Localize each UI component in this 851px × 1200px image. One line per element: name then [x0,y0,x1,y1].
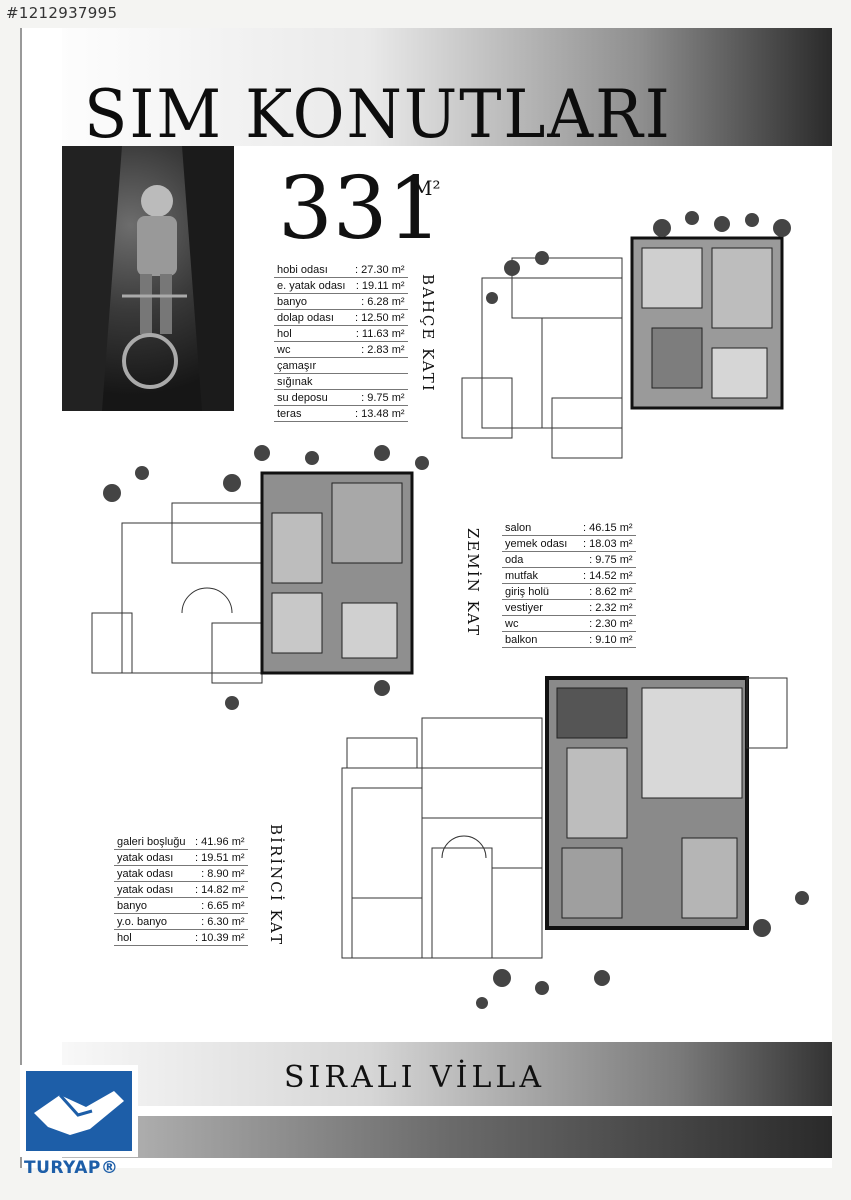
room-area: : 19.51 m² [192,849,248,866]
child-bicycle-photo [62,146,234,411]
spec-row: vestiyer: 2.32 m² [502,599,636,616]
image-id: #1212937995 [6,4,118,22]
spec-row: yatak odası: 19.51 m² [114,849,248,866]
room-area: : 19.11 m² [352,277,408,294]
zemin-kat-label: ZEMİN KAT [464,528,482,638]
total-area-unit: M² [412,176,441,200]
room-area: : 11.63 m² [352,325,408,342]
room-area: : 10.39 m² [192,929,248,946]
room-area: : 18.03 m² [580,535,636,552]
spec-row: yemek odası: 18.03 m² [502,535,636,552]
spec-row: sığınak [274,373,408,390]
room-area: : 12.50 m² [352,309,408,326]
room-area: : 13.48 m² [352,405,408,422]
spec-row: giriş holü: 8.62 m² [502,583,636,600]
brochure-page: SIM KONUTLARI 331 M² hobi odası: 27.30 m… [20,28,832,1168]
room-name: çamaşır [274,357,352,374]
room-area: : 41.96 m² [192,834,248,850]
spec-row: salon: 46.15 m² [502,520,636,536]
footer-band [62,1042,832,1106]
room-area: : 9.75 m² [580,551,636,568]
room-name: giriş holü [502,583,580,600]
page-title: SIM KONUTLARI [84,76,672,153]
room-name: balkon [502,631,580,648]
room-area: : 8.90 m² [192,865,248,882]
room-name: y.o. banyo [114,913,192,930]
spec-row: yatak odası: 8.90 m² [114,865,248,882]
total-area-value: 331 [278,159,443,259]
spec-row: su deposu: 9.75 m² [274,389,408,406]
room-name: wc [502,615,580,632]
room-area: : 46.15 m² [580,520,636,536]
room-name: galeri boşluğu [114,834,192,850]
spec-row: e. yatak odası: 19.11 m² [274,277,408,294]
room-name: mutfak [502,567,580,584]
room-area: : 14.52 m² [580,567,636,584]
title-band: SIM KONUTLARI [62,28,832,153]
room-name: teras [274,405,352,422]
room-name: hol [274,325,352,342]
spec-row: banyo: 6.65 m² [114,897,248,914]
room-name: su deposu [274,389,352,406]
footer-title: SIRALI VİLLA [284,1060,545,1095]
spec-row: y.o. banyo: 6.30 m² [114,913,248,930]
spec-row: mutfak: 14.52 m² [502,567,636,584]
spec-row: balkon: 9.10 m² [502,631,636,648]
spec-row: wc: 2.83 m² [274,341,408,358]
spec-row: yatak odası: 14.82 m² [114,881,248,898]
room-name: vestiyer [502,599,580,616]
spec-row: hol: 10.39 m² [114,929,248,946]
footer-dark-band [62,1116,832,1158]
room-area [352,357,408,374]
room-name: dolap odası [274,309,352,326]
spec-row: oda: 9.75 m² [502,551,636,568]
spec-row: wc: 2.30 m² [502,615,636,632]
room-name: banyo [274,293,352,310]
spec-row: banyo: 6.28 m² [274,293,408,310]
brand-name: TURYAP® [24,1158,119,1178]
room-area: : 6.30 m² [192,913,248,930]
room-area [352,373,408,390]
room-name: hobi odası [274,262,352,278]
turyap-handshake-logo [20,1065,138,1157]
bahce-kati-floor-plan [461,211,791,459]
spec-row: hobi odası: 27.30 m² [274,262,408,278]
room-name: wc [274,341,352,358]
room-area: : 8.62 m² [580,583,636,600]
spec-row: dolap odası: 12.50 m² [274,309,408,326]
bahce-kati-label: BAHÇE KATI [419,274,437,393]
room-area: : 2.32 m² [580,599,636,616]
birinci-kat-floor-plan [341,676,809,1009]
zemin-kat-floor-plan [91,445,429,710]
room-name: yemek odası [502,535,580,552]
spec-row: galeri boşluğu: 41.96 m² [114,834,248,850]
room-area: : 2.30 m² [580,615,636,632]
room-name: yatak odası [114,865,192,882]
room-area: : 27.30 m² [352,262,408,278]
room-name: banyo [114,897,192,914]
room-name: salon [502,520,580,536]
birinci-kat-label: BİRİNCİ KAT [267,824,285,947]
room-name: e. yatak odası [274,277,352,294]
room-area: : 2.83 m² [352,341,408,358]
room-area: : 9.75 m² [352,389,408,406]
room-name: oda [502,551,580,568]
spec-row: çamaşır [274,357,408,374]
spec-row: teras: 13.48 m² [274,405,408,422]
room-area: : 14.82 m² [192,881,248,898]
room-name: hol [114,929,192,946]
spec-row: hol: 11.63 m² [274,325,408,342]
room-area: : 6.28 m² [352,293,408,310]
room-name: yatak odası [114,849,192,866]
room-name: sığınak [274,373,352,390]
room-name: yatak odası [114,881,192,898]
room-area: : 9.10 m² [580,631,636,648]
room-area: : 6.65 m² [192,897,248,914]
